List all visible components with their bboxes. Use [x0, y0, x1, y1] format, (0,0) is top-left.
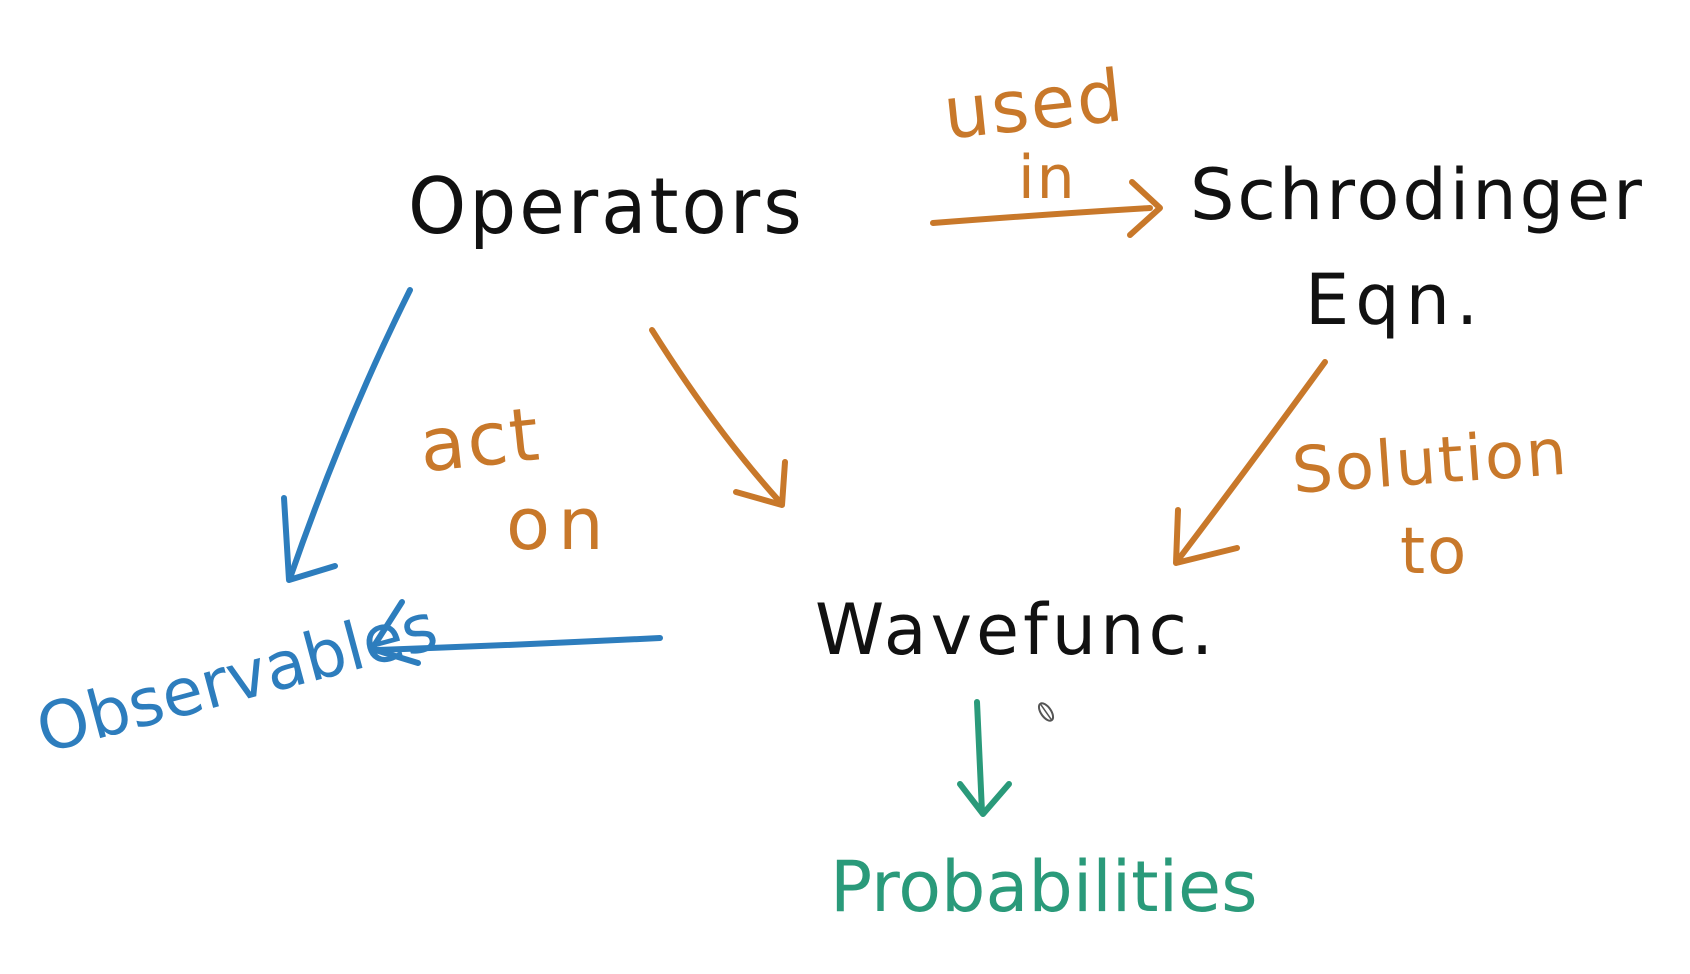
edge-label-on: on — [506, 482, 612, 566]
edge-label-to: to — [1400, 515, 1469, 589]
edge-label-used-line1: used — [939, 53, 1129, 156]
arrow-operators-to-schrodinger — [930, 205, 1153, 226]
arrow-operators-to-observables — [287, 287, 413, 581]
arrow-wavefunc-to-probabilities-head — [957, 781, 1012, 817]
edge-label-in: in — [1018, 143, 1077, 213]
node-operators: Operators — [408, 161, 805, 252]
arrow-schrodinger-to-wavefunc-head — [1173, 507, 1240, 566]
arrow-wavefunc-to-observables — [373, 635, 663, 653]
arrow-operators-to-observables-head — [281, 495, 338, 583]
pen-cursor-icon — [1037, 702, 1055, 722]
arrow-operators-to-wavefunc-head — [733, 459, 788, 508]
edge-label-act: act — [415, 391, 545, 490]
arrow-schrodinger-to-wavefunc — [1175, 359, 1328, 563]
node-schrodinger-line2: Eqn. — [1305, 259, 1485, 341]
arrow-wavefunc-to-observables-head — [369, 599, 421, 666]
node-wavefunc: Wavefunc. — [815, 589, 1218, 671]
arrow-wavefunc-to-probabilities — [974, 699, 985, 815]
edge-label-solution: Solution — [1289, 415, 1571, 509]
arrow-operators-to-wavefunc — [649, 327, 783, 505]
arrow-operators-to-schrodinger-head — [1127, 179, 1163, 238]
node-schrodinger-line1: Schrodinger — [1190, 154, 1645, 236]
node-probabilities: Probabilities — [830, 846, 1258, 928]
